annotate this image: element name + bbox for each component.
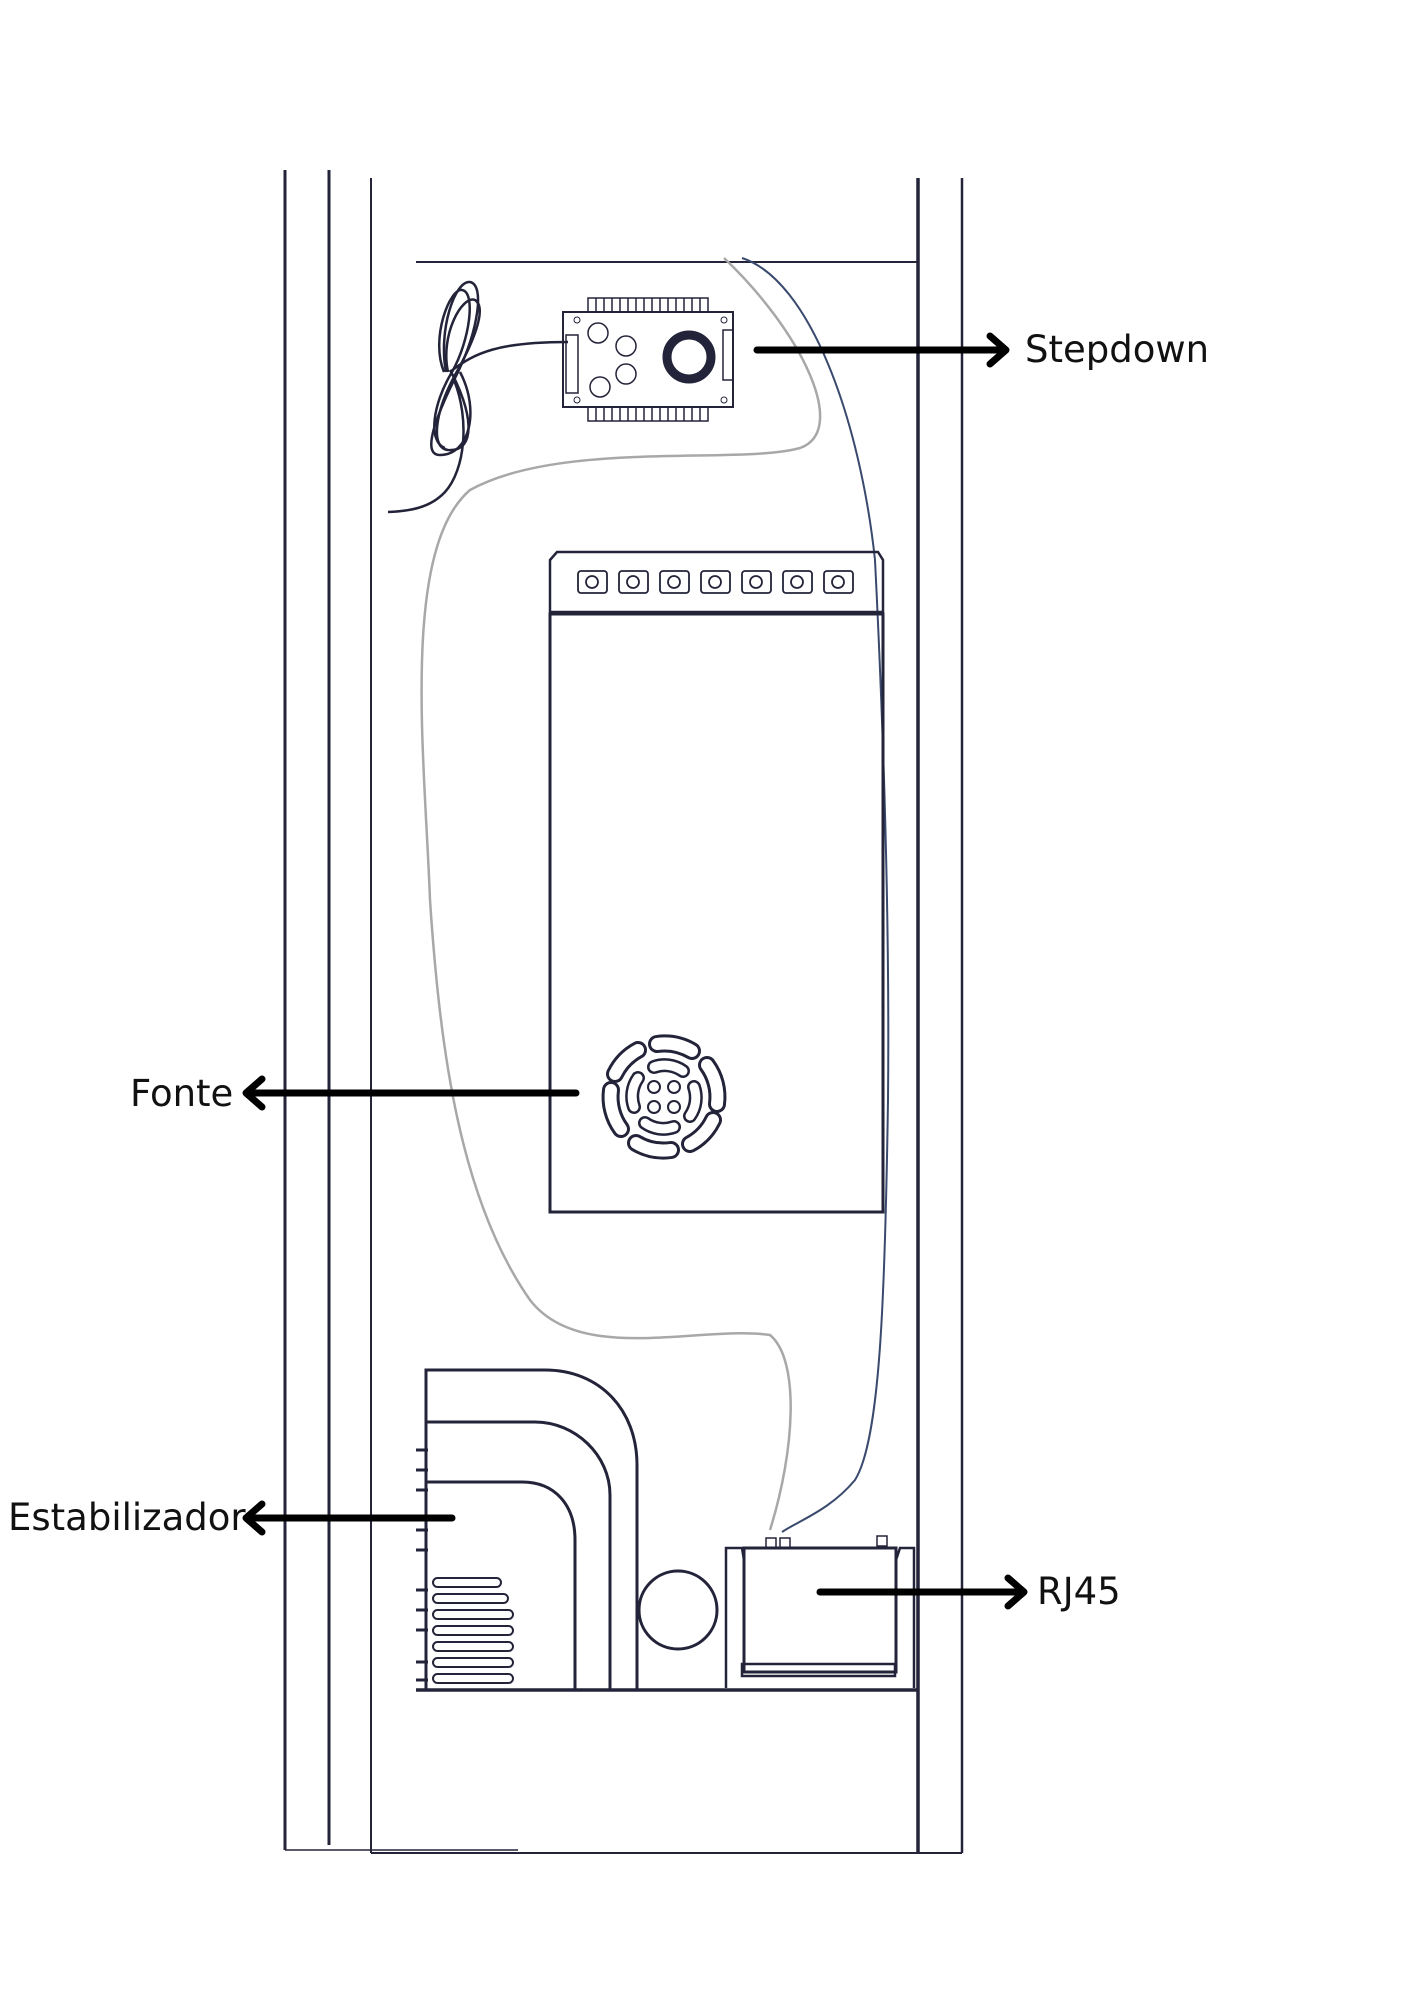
label-rj45: RJ45 (1037, 1570, 1121, 1613)
label-estabilizador: Estabilizador (8, 1496, 246, 1539)
stepdown-screw (720, 316, 728, 324)
stepdown-screw (573, 396, 581, 404)
stepdown-capacitor (615, 335, 637, 357)
stabilizer-vents (432, 1577, 514, 1684)
callout-arrows (242, 332, 1028, 1610)
rj45-box (724, 1535, 916, 1688)
stabilizer-side-ticks (416, 1448, 428, 1682)
stabilizer-inner-shell (426, 1480, 577, 1690)
stabilizer-outer-shell (424, 1368, 639, 1690)
stepdown-inductor (662, 330, 716, 384)
stepdown-capacitor (615, 363, 637, 385)
rj45-tray (740, 1662, 897, 1678)
coiled-cable (387, 280, 569, 514)
stepdown-capacitor (587, 322, 609, 344)
cabinet-frame (283, 170, 964, 1854)
stepdown-terminal (565, 334, 579, 394)
estabilizador-arrowhead (242, 1500, 266, 1536)
label-fonte: Fonte (130, 1072, 233, 1115)
stepdown-arrowhead (986, 332, 1010, 368)
stepdown-heatsink-bottom (587, 406, 709, 422)
psu-fan-icon (601, 1034, 727, 1160)
stepdown-heatsink-top (587, 297, 709, 313)
stepdown-module (562, 297, 734, 422)
rj45-port (779, 1537, 791, 1549)
fonte-arrowhead (242, 1075, 266, 1111)
psu-body (548, 612, 885, 1214)
rj45-body (742, 1546, 898, 1674)
stabilizer-mid-shell (426, 1420, 612, 1690)
gray-wire (420, 257, 822, 1531)
power-supply (548, 550, 885, 1214)
psu-terminals (577, 570, 854, 594)
rj45-port (876, 1535, 888, 1547)
label-stepdown: Stepdown (1025, 328, 1209, 371)
rj45-frame (724, 1546, 916, 1688)
psu-terminal-strip (548, 550, 885, 614)
rj45-port (765, 1537, 777, 1549)
stabilizer (416, 1368, 719, 1690)
blue-wire (741, 257, 890, 1533)
stabilizer-knob (637, 1569, 719, 1651)
stepdown-trimmer (722, 329, 734, 381)
stepdown-capacitor (589, 376, 611, 398)
stepdown-screw (720, 396, 728, 404)
rj45-arrowhead (1004, 1574, 1028, 1610)
stepdown-screw (573, 316, 581, 324)
